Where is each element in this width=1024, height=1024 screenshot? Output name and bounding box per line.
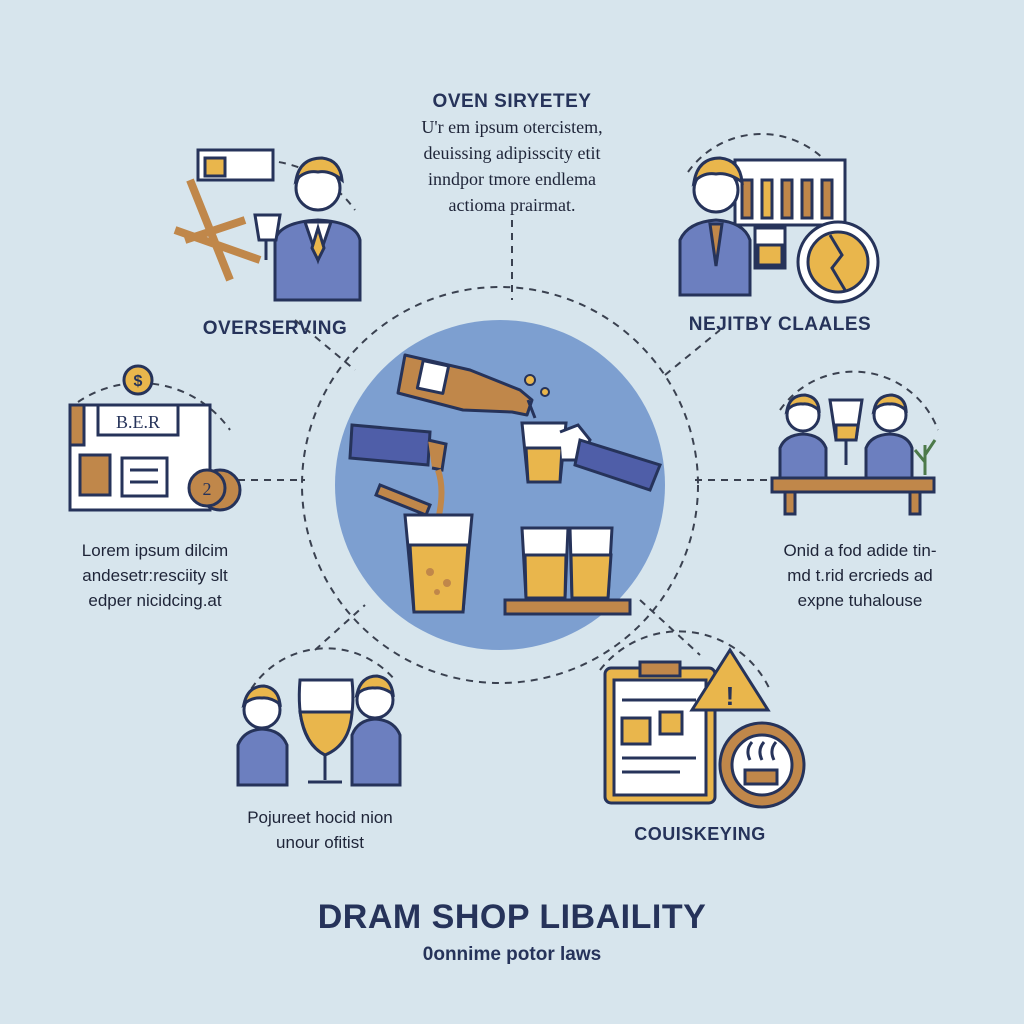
two-people-glass-illustration bbox=[236, 674, 402, 787]
top-description: U'r em ipsum otercistem, deuissing adipi… bbox=[332, 114, 692, 218]
nejitby-label: NEJITBY CLAALES bbox=[688, 314, 872, 335]
overserving-label: OVERSERVING bbox=[202, 318, 348, 339]
left-description: Lorem ipsum dilcim andesetr:resciity slt… bbox=[40, 538, 270, 613]
overserving-illustration bbox=[173, 148, 362, 302]
bar-counter-illustration bbox=[770, 393, 937, 516]
shot-glasses-icon bbox=[503, 526, 632, 616]
beer-glass-icon bbox=[403, 513, 474, 614]
right-line-1: Onid a fod adide tin- bbox=[783, 541, 937, 560]
couiskeying-label: COUISKEYING bbox=[634, 824, 766, 844]
top-line-3: inndpor tmore endlema bbox=[428, 169, 596, 189]
held-glass-icon bbox=[520, 421, 662, 492]
subtitle: 0onnime potor laws bbox=[422, 944, 602, 965]
coin-number: 2 bbox=[203, 479, 212, 499]
top-line-4: actioma prairmat. bbox=[448, 195, 576, 215]
main-title: DRAM SHOP LIBAILITY bbox=[317, 898, 707, 936]
dollar-icon: $ bbox=[134, 373, 143, 390]
bottom-left-line-2: unour ofitist bbox=[276, 833, 364, 852]
right-line-2: md t.rid ercrieds ad bbox=[787, 566, 933, 585]
right-description: Onid a fod adide tin- md t.rid ercrieds … bbox=[740, 538, 980, 613]
top-heading: OVEN SIRYETEY bbox=[432, 91, 592, 112]
sign-label: B.E.R bbox=[116, 412, 160, 432]
left-line-3: edper nicidcing.at bbox=[88, 591, 222, 610]
bottle-icon bbox=[396, 353, 537, 419]
bartender-illustration bbox=[678, 156, 880, 304]
warning-icon: ! bbox=[726, 681, 735, 711]
bottom-left-description: Pojureet hocid nion unour ofitist bbox=[200, 805, 440, 855]
center-pouring-illustration bbox=[335, 320, 665, 650]
right-line-3: expne tuhalouse bbox=[797, 591, 923, 610]
left-line-1: Lorem ipsum dilcim bbox=[81, 541, 229, 560]
bottom-left-line-1: Pojureet hocid nion bbox=[247, 808, 393, 827]
bar-sign-illustration bbox=[68, 364, 242, 512]
left-line-2: andesetr:resciity slt bbox=[82, 566, 228, 585]
top-line-2: deuissing adipisscity etit bbox=[423, 143, 601, 163]
clipboard-warning-illustration bbox=[603, 647, 806, 809]
top-line-1: U'r em ipsum otercistem, bbox=[421, 117, 603, 137]
